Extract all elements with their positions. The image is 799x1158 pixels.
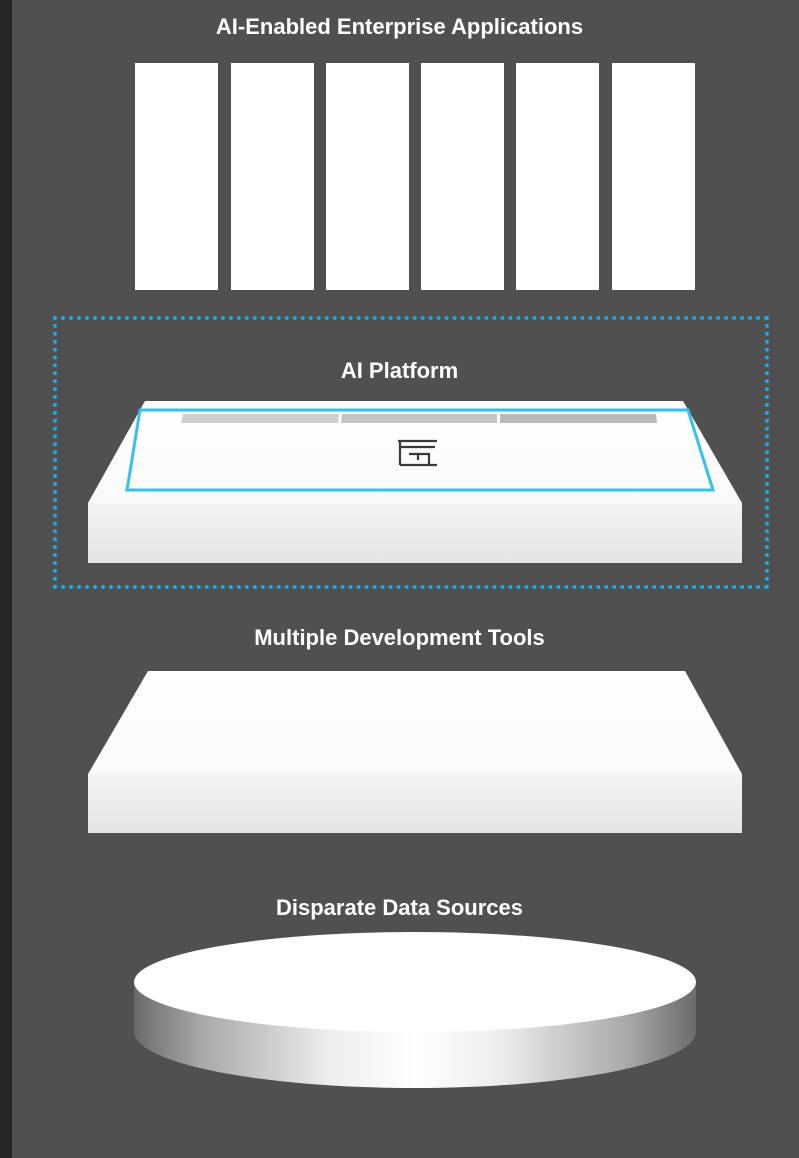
platform-tab bbox=[341, 414, 497, 423]
platform-slab-outline bbox=[125, 408, 716, 492]
dev-tools-title: Multiple Development Tools bbox=[254, 625, 545, 650]
application-block bbox=[135, 63, 218, 290]
platform-slab-top bbox=[88, 401, 742, 503]
applications-title: AI-Enabled Enterprise Applications bbox=[215, 14, 584, 39]
application-block bbox=[421, 63, 504, 290]
platform-tab bbox=[181, 414, 339, 423]
application-block bbox=[612, 63, 695, 290]
platform-title: AI Platform bbox=[340, 358, 459, 383]
application-block bbox=[231, 63, 314, 290]
data-sources-title: Disparate Data Sources bbox=[276, 895, 523, 920]
dev-tools-slab bbox=[88, 671, 742, 833]
application-block bbox=[516, 63, 599, 290]
platform-tab bbox=[500, 414, 657, 423]
platform-highlight-frame bbox=[53, 316, 769, 589]
application-block bbox=[326, 63, 409, 290]
dev-tools-slab-side bbox=[88, 774, 742, 833]
cylinder-top bbox=[134, 932, 696, 1032]
data-sources-cylinder bbox=[134, 932, 696, 1088]
platform-slab-side bbox=[88, 503, 742, 563]
dev-tools-slab-top bbox=[88, 671, 742, 774]
platform-slab bbox=[88, 401, 742, 563]
platform-logo-icon bbox=[398, 439, 437, 467]
